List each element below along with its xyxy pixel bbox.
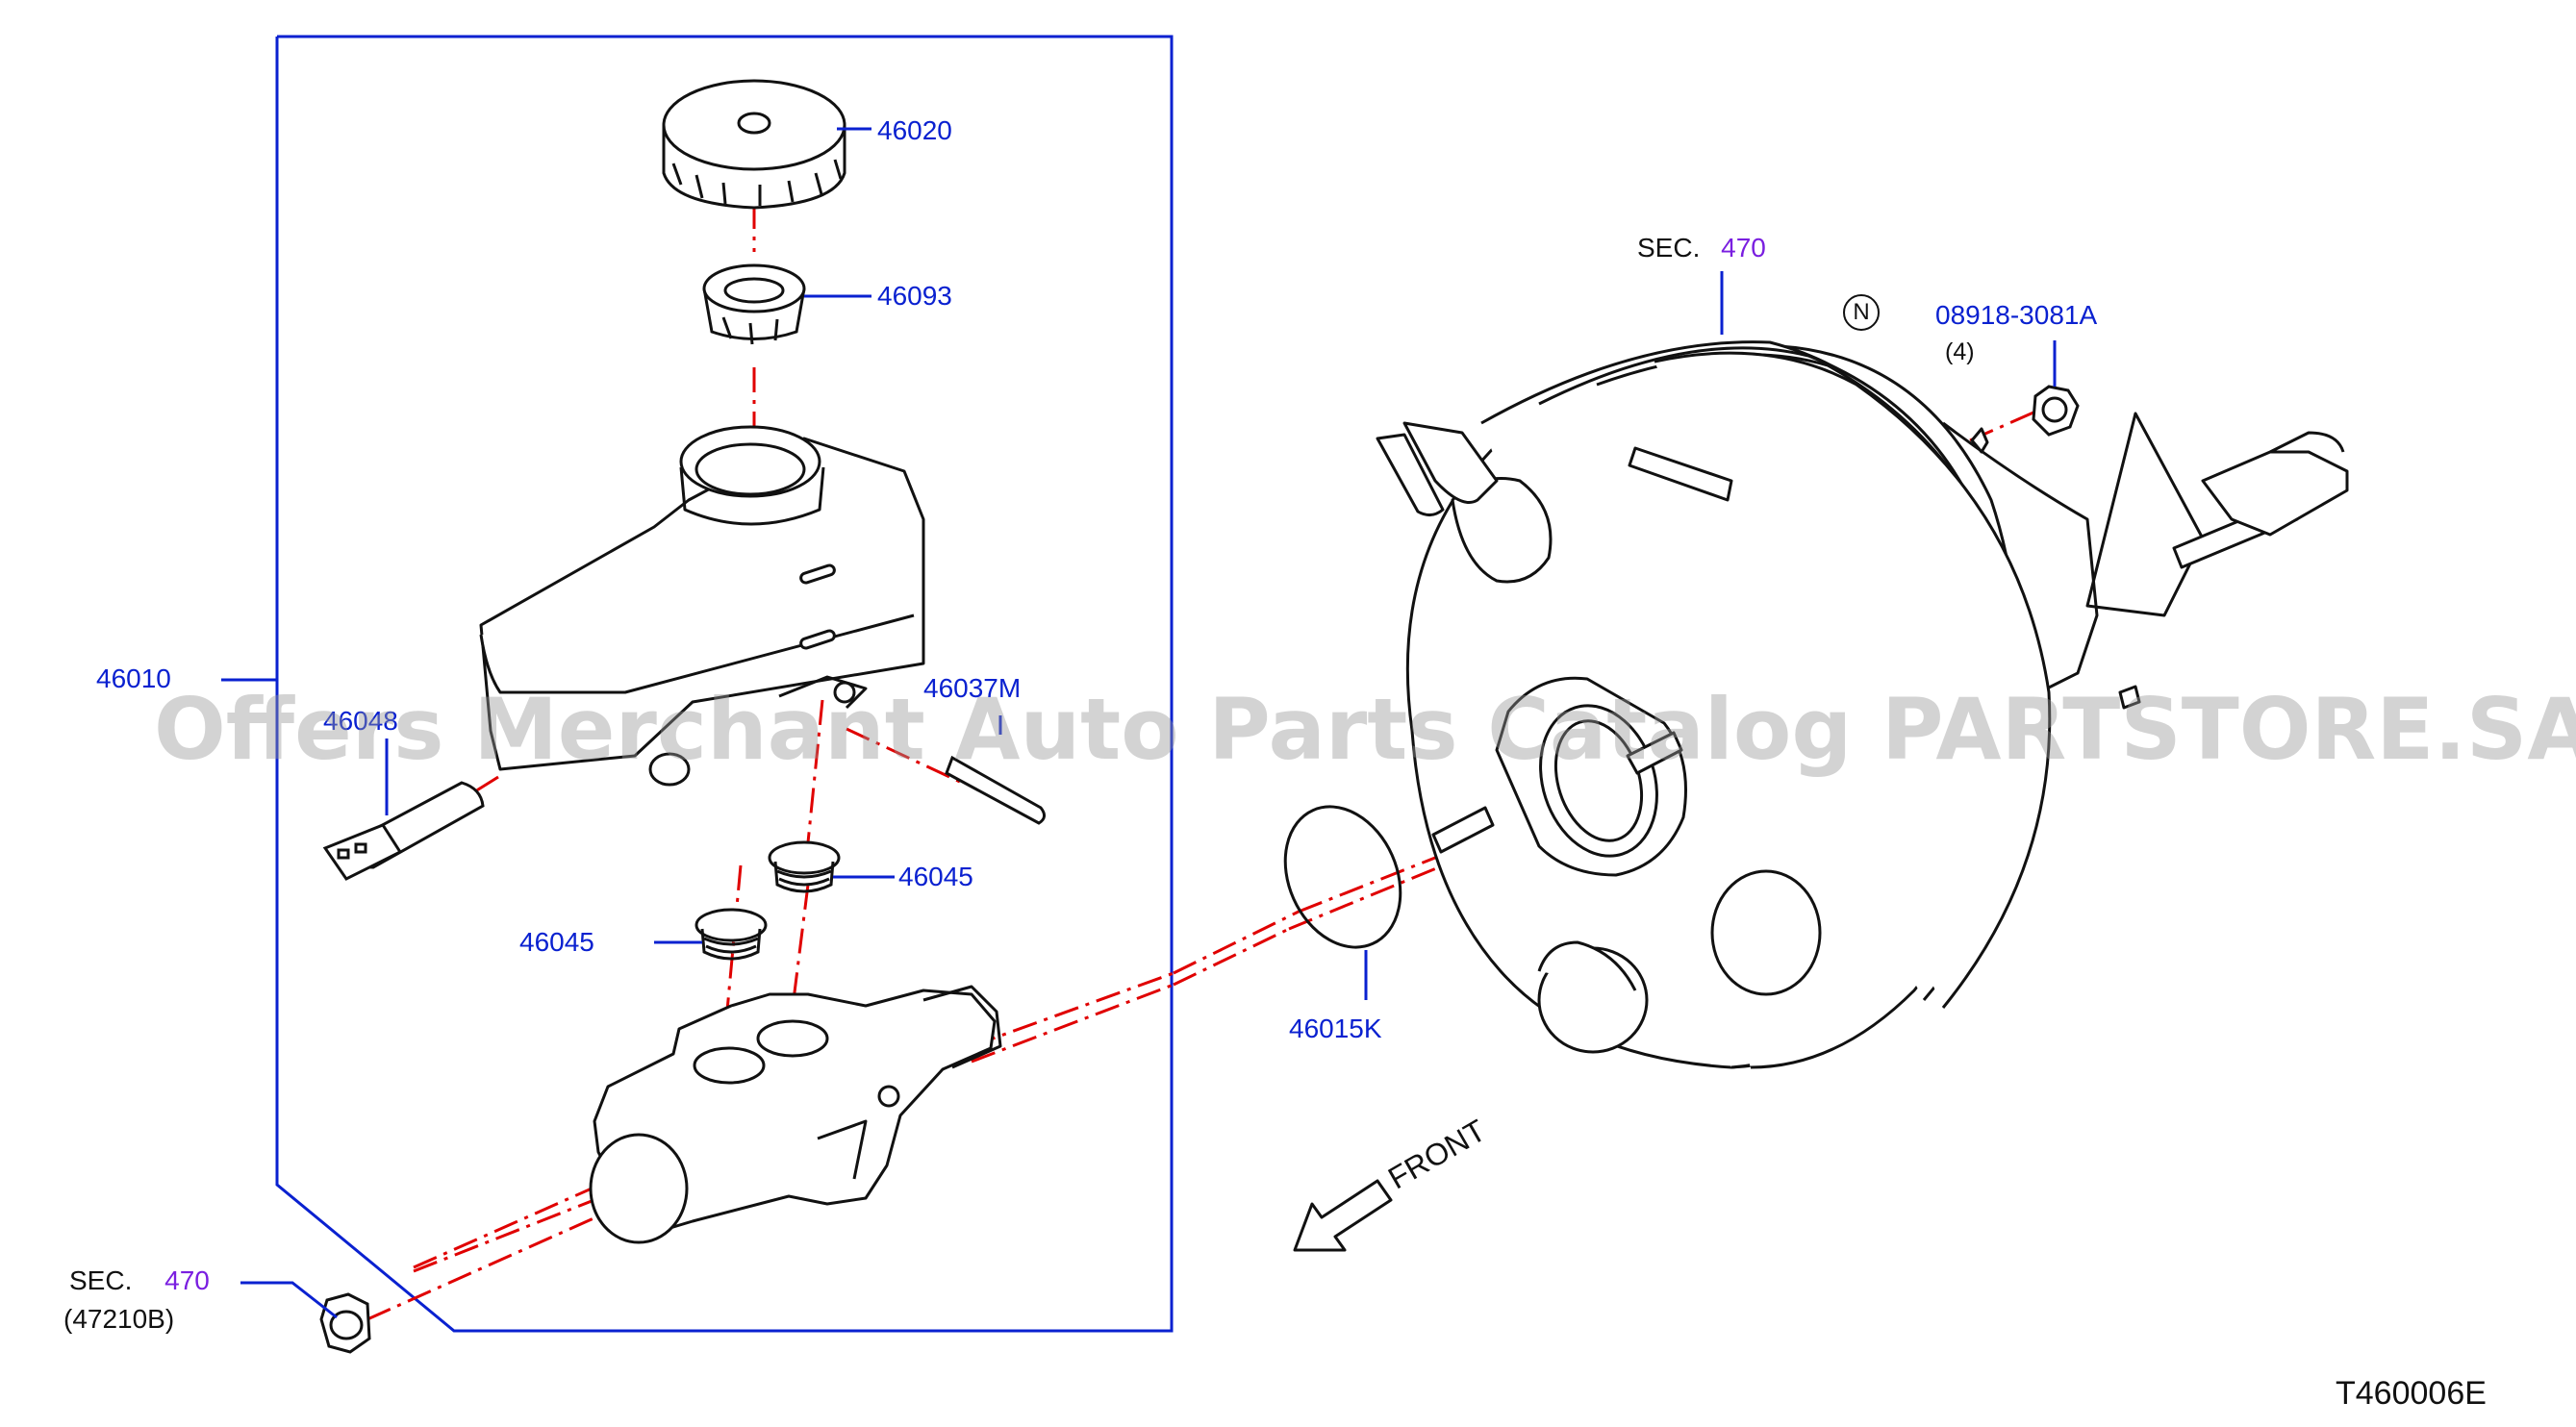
master-cylinder (589, 985, 1002, 1244)
strainer (702, 263, 806, 345)
booster-nut (2032, 385, 2080, 437)
label-46093[interactable]: 46093 (877, 281, 952, 311)
watermark: Offers Merchant Auto Parts Catalog PARTS… (154, 680, 2576, 779)
sec-prefix: SEC. (69, 1265, 133, 1295)
pipe-nut (319, 1292, 371, 1354)
sec-number-pipe: 470 (164, 1265, 210, 1295)
pipe-reference: (47210B) (63, 1304, 175, 1334)
label-46037m[interactable]: 46037M (923, 673, 1022, 703)
seal-ring (1283, 805, 1402, 949)
pin (945, 755, 1046, 825)
brake-booster (1376, 340, 2349, 1069)
diagram-id: T460006E (2336, 1375, 2487, 1412)
grommet-left (695, 908, 768, 961)
n-symbol-icon: N (1843, 294, 1880, 331)
front-arrow-icon (1293, 1179, 1393, 1252)
sec-reference-booster[interactable]: SEC. 470 (1637, 235, 1766, 262)
connector (322, 781, 485, 881)
sec-reference-pipe[interactable]: SEC. 470 (69, 1267, 210, 1294)
leader-sec-470-pipe (240, 1281, 338, 1319)
grommet-right (768, 840, 841, 893)
label-46010[interactable]: 46010 (96, 663, 171, 693)
label-46020[interactable]: 46020 (877, 115, 952, 145)
assembly-bracket (275, 35, 1174, 1333)
sec-number-booster: 470 (1721, 233, 1766, 263)
nut-quantity: (4) (1945, 338, 1975, 365)
sec-prefix: SEC. (1637, 233, 1701, 263)
label-46048[interactable]: 46048 (323, 706, 398, 736)
label-08918-3081a[interactable]: 08918-3081A (1935, 300, 2098, 330)
reservoir-cap (662, 79, 846, 210)
label-46045-left[interactable]: 46045 (519, 927, 594, 957)
reservoir-tank (479, 425, 925, 787)
label-46015k[interactable]: 46015K (1289, 1014, 1382, 1043)
label-46045-right[interactable]: 46045 (898, 862, 973, 891)
